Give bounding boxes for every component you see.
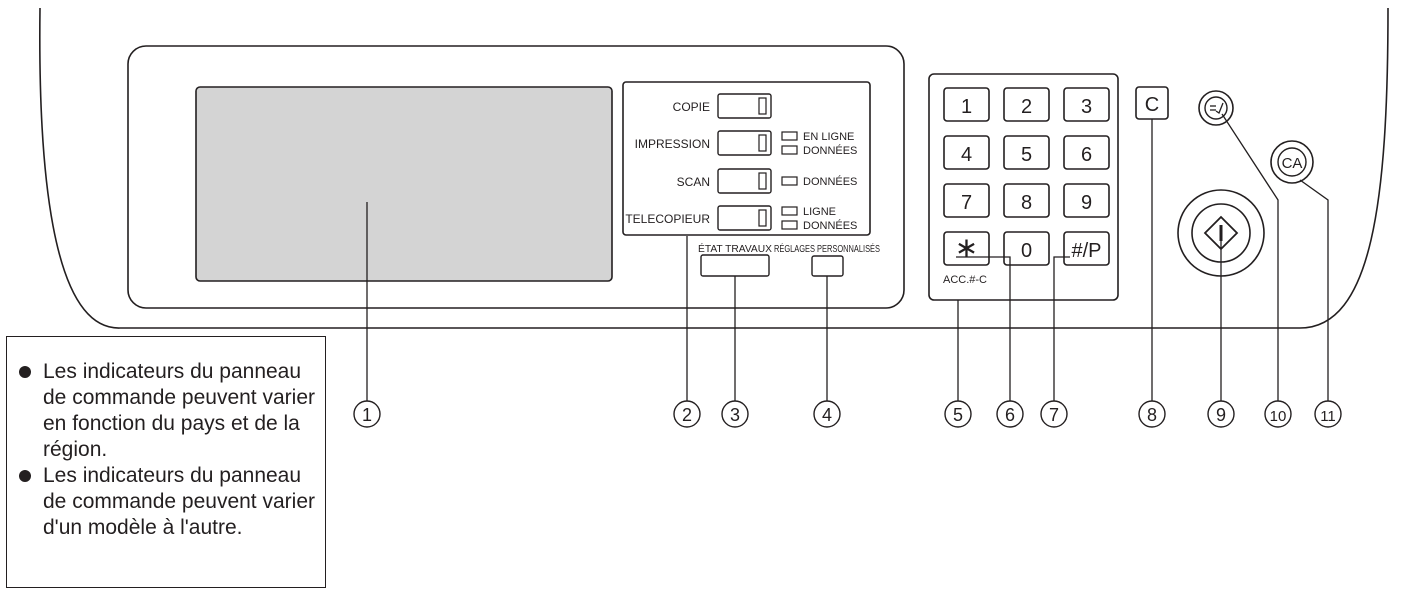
indicator-label: LIGNE [803,206,836,218]
keypad-key[interactable]: 9 [1063,183,1110,218]
clear-all-key[interactable]: CA [1270,140,1314,184]
acc-label: ACC.#-C [943,274,987,286]
note-item: Les indicateurs du panneau de commande p… [17,463,317,541]
mode-key-scan[interactable]: SCAN DONNÉES [677,168,858,194]
keypad-key-label: 6 [1081,144,1092,166]
keypad-key-label: 4 [961,144,972,166]
keypad-key[interactable]: 8 [1003,183,1050,218]
callout-10: 10 [1264,400,1292,428]
mode-key-copy[interactable]: COPIE [673,93,772,119]
callout-number: 3 [730,405,740,425]
machine-body-outline [39,7,1389,329]
indicator-lamp [781,176,798,186]
clear-key[interactable]: C [1135,86,1169,120]
clear-all-key-label: CA [1282,155,1303,172]
keypad-key[interactable]: 5 [1003,135,1050,170]
keypad-key-label: 7 [961,192,972,214]
mode-key-label: IMPRESSION [635,137,710,151]
callout-8: 8 [1138,400,1166,428]
note-item: Les indicateurs du panneau de commande p… [17,359,317,463]
mode-key-label: TELECOPIEUR [625,212,710,226]
keypad-key[interactable]: 6 [1063,135,1110,170]
keypad-key[interactable]: #/P [1063,231,1110,266]
keypad-key-label: 8 [1021,192,1032,214]
callout-9: 9 [1207,400,1235,428]
callout-number: 7 [1049,405,1059,425]
callout-number: 1 [362,405,372,425]
keypad-key[interactable]: 0 [1003,231,1050,266]
indicator-lamp [781,220,798,230]
indicator-label: DONNÉES [803,219,857,232]
keypad-key-label: 3 [1081,96,1092,118]
keypad-key[interactable]: 7 [943,183,990,218]
bullet-icon [19,366,31,378]
keypad-key[interactable]: 4 [943,135,990,170]
keypad-key-label: ∗ [955,232,978,263]
callout-number: 5 [953,405,963,425]
keypad-key[interactable]: 3 [1063,87,1110,122]
keypad-key-label: #/P [1071,240,1101,262]
keypad-box [928,73,1119,301]
indicator-label: DONNÉES [803,144,857,157]
clear-key-label: C [1145,94,1159,116]
indicator-lamp [781,206,798,216]
callout-6: 6 [996,400,1024,428]
callout-number: 8 [1147,405,1157,425]
callout-1: 1 [353,400,381,428]
bullet-icon [19,470,31,482]
callout-number: 9 [1216,405,1226,425]
leader-line-6 [956,256,1011,401]
leader-lines [366,113,1329,401]
touch-screen[interactable] [195,86,613,282]
job-status-label: ÉTAT TRAVAUX [698,242,772,255]
callout-numbers: 1 2 3 4 5 6 7 8 9 10 11 [353,400,1342,428]
custom-settings-label: RÉGLAGES PERSONNALISÉS [774,242,880,255]
indicator-lamp [781,131,798,141]
callout-11: 11 [1314,400,1342,428]
notes-box: Les indicateurs du panneau de commande p… [6,336,326,588]
interrupt-key[interactable] [1198,90,1234,126]
job-status-key[interactable] [700,254,770,277]
leader-line-10 [1221,113,1279,401]
keypad-key-label: 0 [1021,240,1032,262]
callout-2: 2 [673,400,701,428]
leader-line-11 [1299,179,1329,401]
callout-number: 6 [1005,405,1015,425]
keypad-key-label: 9 [1081,192,1092,214]
mode-key-fax[interactable]: TELECOPIEUR LIGNE DONNÉES [625,205,857,232]
callout-5: 5 [944,400,972,428]
keypad-key[interactable]: ∗ [943,231,990,266]
keypad-key-label: 5 [1021,144,1032,166]
keypad-key[interactable]: 2 [1003,87,1050,122]
callout-7: 7 [1040,400,1068,428]
callout-3: 3 [721,400,749,428]
keypad-key-label: 2 [1021,96,1032,118]
indicator-label: DONNÉES [803,175,857,188]
mode-keys-box [622,81,871,236]
callout-number: 2 [682,405,692,425]
mode-key-label: COPIE [673,100,710,114]
indicator-lamp [781,145,798,155]
mode-keys: COPIE IMPRESSION EN LIGNE DONNÉES SCAN D… [625,93,858,232]
mode-key-label: SCAN [677,175,710,189]
callout-number: 4 [822,405,832,425]
callout-number: 11 [1320,408,1336,425]
leader-line-7 [1053,256,1070,401]
callout-4: 4 [813,400,841,428]
panel-frame [127,45,905,309]
custom-settings-key[interactable] [811,255,844,277]
callout-number: 10 [1270,408,1287,425]
interrupt-icon [1210,102,1224,114]
numeric-keypad: 1 2 3 4 5 6 7 8 9 ∗ 0 #/P [943,87,1110,266]
keypad-key-label: 1 [961,96,972,118]
keypad-key[interactable]: 1 [943,87,990,122]
indicator-label: EN LIGNE [803,131,854,143]
mode-key-print[interactable]: IMPRESSION EN LIGNE DONNÉES [635,130,858,157]
